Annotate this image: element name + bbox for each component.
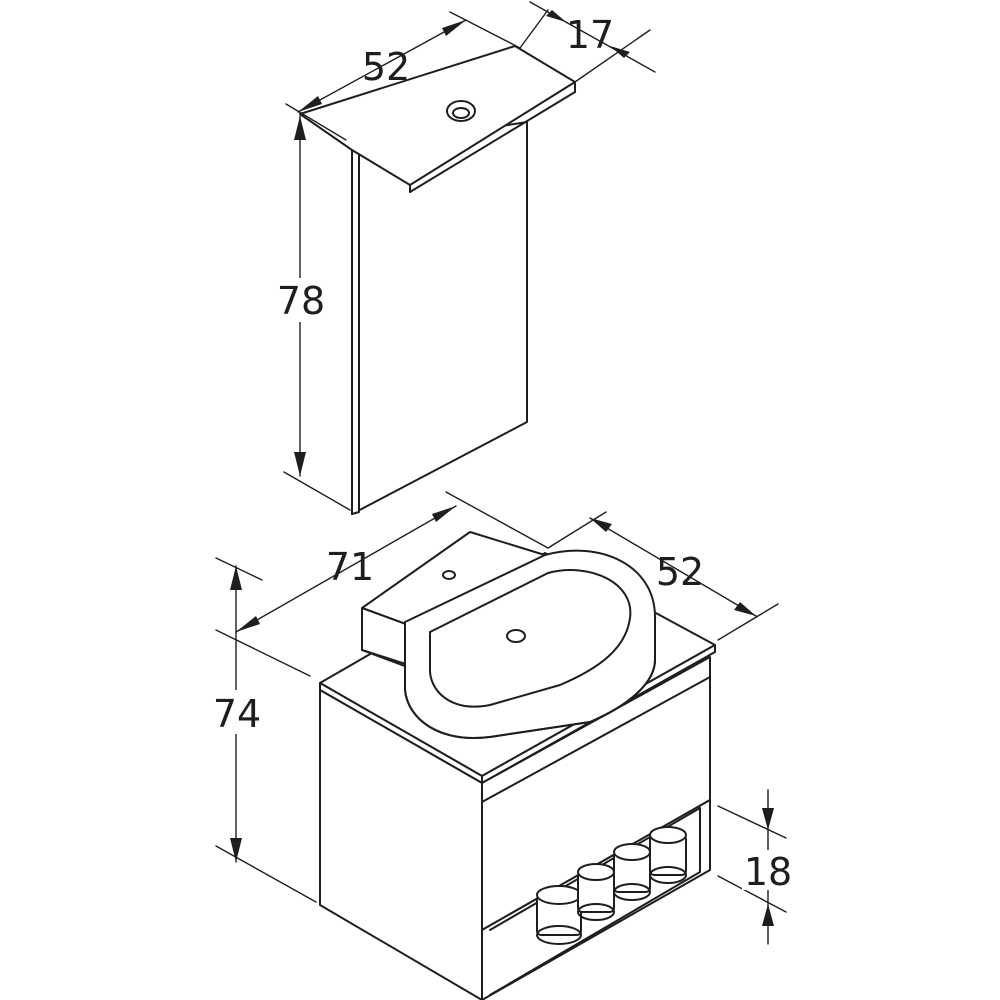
dimension-column-height: 78 (272, 115, 351, 511)
column-top-plate (299, 45, 576, 186)
vanity-side-panel (319, 689, 483, 1000)
label-column-height: 78 (277, 279, 325, 323)
dimension-column-depth: 17 (519, 1, 656, 83)
dimension-vanity-width: 71 (215, 491, 549, 677)
label-vanity-height: 74 (213, 692, 261, 736)
dimension-column-width: 52 (285, 11, 521, 141)
towel-rolls (536, 826, 687, 945)
label-column-width: 52 (362, 45, 410, 89)
label-column-depth: 17 (566, 13, 614, 57)
basin-tap-hole (442, 570, 456, 580)
column-cabinet (299, 45, 576, 515)
dimension-vanity-depth: 52 (547, 511, 779, 641)
column-front-face (351, 121, 528, 515)
dimension-shelf-height: 18 (717, 789, 794, 945)
column-side-face (351, 149, 360, 515)
basin-bowl-inner (429, 569, 632, 708)
label-vanity-width: 71 (326, 545, 374, 589)
vanity-cabinet (319, 531, 716, 1000)
dimension-vanity-height: 74 (208, 557, 317, 903)
basin-drain (506, 629, 526, 643)
label-vanity-depth: 52 (656, 550, 704, 594)
label-shelf-height: 18 (744, 850, 792, 894)
